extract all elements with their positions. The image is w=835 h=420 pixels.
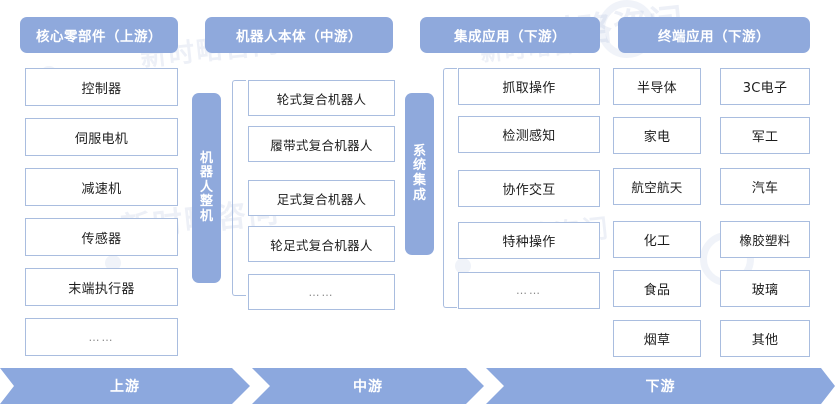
bracket-connector-downstream xyxy=(443,68,457,308)
item-box[interactable]: 足式复合机器人 xyxy=(248,180,395,216)
item-box[interactable]: 传感器 xyxy=(25,218,178,256)
banner-segment-midstream[interactable]: 中游 xyxy=(252,368,484,404)
item-box[interactable]: 军工 xyxy=(720,117,810,154)
item-box-ellipsis[interactable]: …… xyxy=(458,272,600,309)
vertical-label-system-integration: 系统集成 xyxy=(405,93,434,255)
header-midstream-robot-body[interactable]: 机器人本体（中游） xyxy=(205,17,393,53)
item-box[interactable]: 末端执行器 xyxy=(25,268,178,306)
item-box[interactable]: 控制器 xyxy=(25,68,178,106)
item-box[interactable]: 食品 xyxy=(613,270,701,307)
item-box[interactable]: 家电 xyxy=(613,117,701,154)
item-box-ellipsis[interactable]: …… xyxy=(248,274,395,310)
item-box[interactable]: 履带式复合机器人 xyxy=(248,126,395,162)
item-box[interactable]: 抓取操作 xyxy=(458,68,600,105)
item-box[interactable]: 烟草 xyxy=(613,320,701,357)
item-box[interactable]: 3C电子 xyxy=(720,68,810,105)
vertical-label-robot-whole-machine: 机器人整机 xyxy=(192,93,221,283)
header-upstream-core-parts[interactable]: 核心零部件（上游） xyxy=(20,17,178,53)
item-box[interactable]: 其他 xyxy=(720,320,810,357)
item-box[interactable]: 橡胶塑料 xyxy=(720,221,810,258)
item-box[interactable]: 汽车 xyxy=(720,168,810,205)
header-downstream-terminal[interactable]: 终端应用（下游） xyxy=(618,17,810,53)
item-box[interactable]: 轮足式复合机器人 xyxy=(248,226,395,262)
item-box[interactable]: 减速机 xyxy=(25,168,178,206)
banner-segment-upstream[interactable]: 上游 xyxy=(0,368,250,404)
banner-segment-downstream[interactable]: 下游 xyxy=(486,368,835,404)
item-box[interactable]: 伺服电机 xyxy=(25,118,178,156)
item-box[interactable]: 检测感知 xyxy=(458,116,600,153)
item-box[interactable]: 半导体 xyxy=(613,68,701,105)
item-box[interactable]: 化工 xyxy=(613,221,701,258)
item-box[interactable]: 协作交互 xyxy=(458,170,600,207)
item-box[interactable]: 特种操作 xyxy=(458,222,600,259)
item-box[interactable]: 轮式复合机器人 xyxy=(248,80,395,116)
item-box[interactable]: 航空航天 xyxy=(613,168,701,205)
vertical-label-text: 系统集成 xyxy=(413,143,427,203)
value-chain-banner: 上游 中游 下游 xyxy=(0,368,835,404)
item-box-ellipsis[interactable]: …… xyxy=(25,318,178,356)
vertical-label-text: 机器人整机 xyxy=(200,150,214,224)
header-downstream-integration[interactable]: 集成应用（下游） xyxy=(420,17,600,53)
bracket-connector-midstream xyxy=(232,80,246,296)
item-box[interactable]: 玻璃 xyxy=(720,270,810,307)
